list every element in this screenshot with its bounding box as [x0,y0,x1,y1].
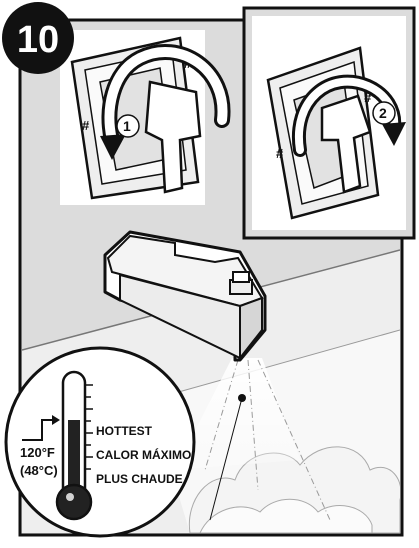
step-badge: 10 [2,2,74,74]
plate-mark-1: # [82,118,90,133]
inset-panel-step-2: # # 2 [244,8,414,238]
thermometer-inset: 120°F (48°C) HOTTEST CALOR MÁXIMO PLUS C… [6,348,194,536]
label-plus-chaude: PLUS CHAUDE [96,472,183,486]
inset-circle [6,348,194,536]
temp-fahrenheit: 120°F [20,445,55,460]
label-hottest: HOTTEST [96,424,153,438]
label-calor-maximo: CALOR MÁXIMO [96,447,191,462]
temp-celsius: (48°C) [20,463,58,478]
thermometer-bulb [57,485,91,519]
plate-mark-3: # [276,146,284,161]
step-label-2: 2 [379,105,387,121]
step-label-1: 1 [123,118,131,134]
valve-panel-step-1: # # 1 [60,30,223,205]
step-number: 10 [17,19,59,61]
